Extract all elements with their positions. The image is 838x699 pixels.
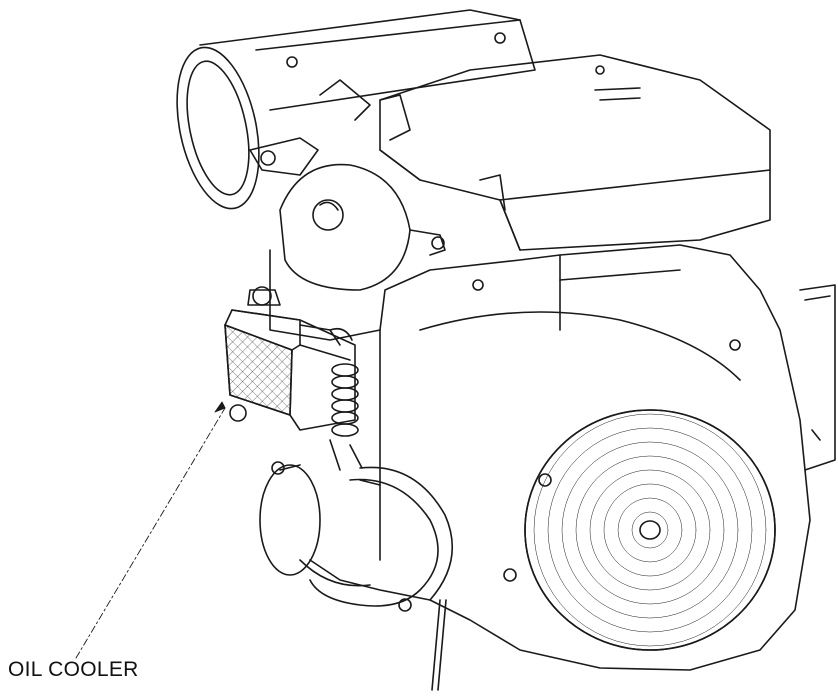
carburetor [279, 163, 446, 291]
flywheel-screen [524, 409, 776, 651]
dipstick [431, 599, 447, 691]
oil-cooler [224, 286, 356, 431]
oil-cooler-label: OIL COOLER [8, 658, 139, 681]
oil-cooler-leader [75, 401, 226, 659]
air-cleaner-housing [379, 54, 771, 251]
oil-hose [309, 439, 453, 607]
side-plate [799, 284, 836, 471]
muffler [176, 9, 536, 210]
oil-cooler-coils [299, 324, 359, 437]
engine-block [269, 244, 811, 671]
muffler-bracket [249, 79, 371, 176]
oil-filter [259, 461, 371, 587]
